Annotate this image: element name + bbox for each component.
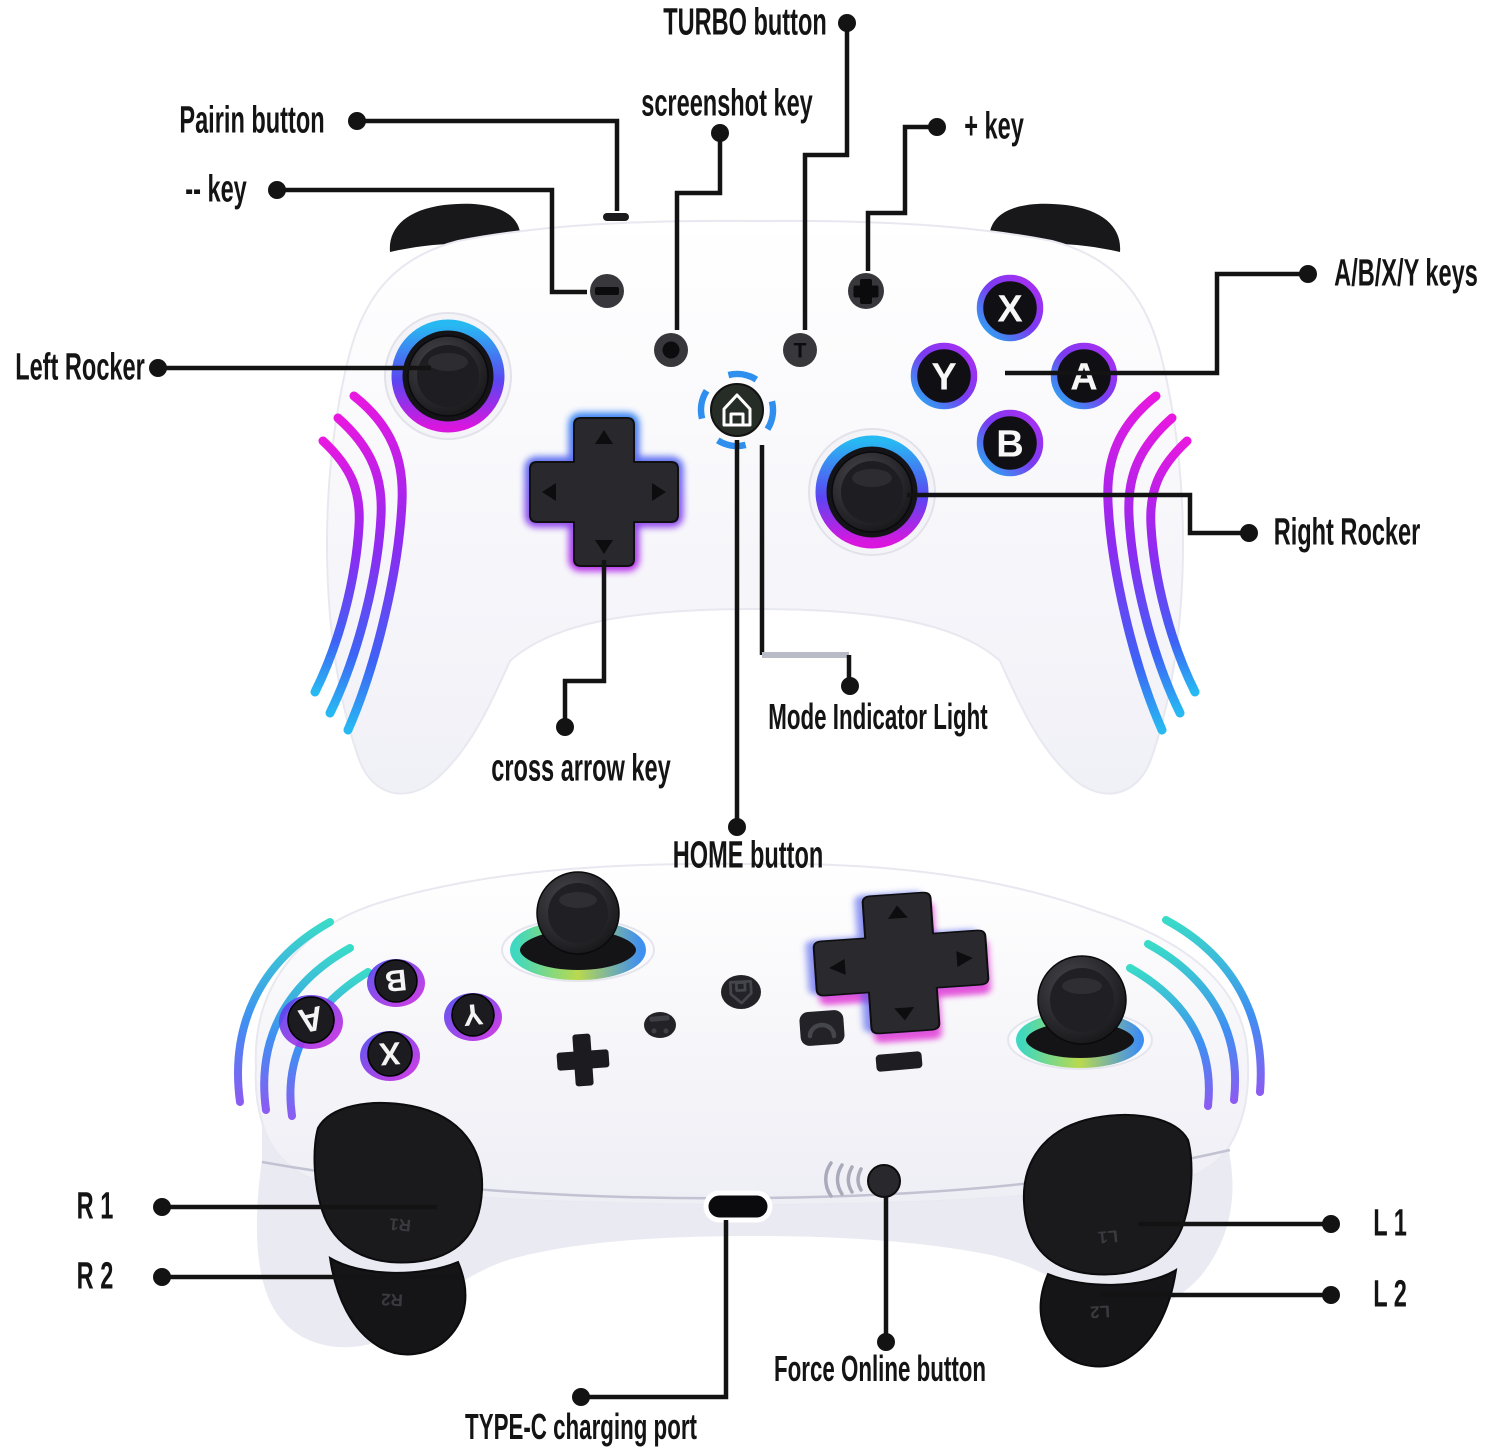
back-y-button: Y: [444, 993, 502, 1041]
svg-text:X: X: [377, 1035, 401, 1072]
back-right-rgb-stripes: [1126, 916, 1265, 1110]
plus-button: [848, 273, 884, 309]
label-r2: R 2: [76, 1255, 114, 1298]
speaker-grille: [824, 1161, 863, 1198]
controller-front-face: [256, 1122, 1233, 1348]
left-rocker: [384, 312, 512, 440]
label-left-rocker: Left Rocker: [15, 346, 145, 389]
callout-line-screenshot: [674, 133, 723, 330]
l2-trigger: L2: [1039, 1268, 1178, 1368]
back-cross-arrow-key: [805, 891, 991, 1043]
back-plus-button: [556, 1033, 610, 1087]
a-button: A: [1050, 342, 1118, 410]
label-right-rocker: Right Rocker: [1273, 511, 1421, 554]
label-plus-key: + key: [964, 105, 1024, 148]
label-home-button: HOME button: [672, 834, 824, 877]
home-button: [697, 370, 777, 450]
label-screenshot-key: screenshot key: [641, 82, 813, 125]
r2-engraving: R2: [381, 1289, 404, 1309]
label-l2: L 2: [1373, 1273, 1407, 1316]
controller-body: [326, 219, 1184, 795]
l2-engraving: L2: [1090, 1302, 1111, 1322]
turbo-glyph: T: [794, 339, 807, 362]
type-c-port: [703, 1190, 773, 1223]
callout-line-right-rocker: [907, 492, 1249, 536]
label-cross-arrow-key: cross arrow key: [491, 747, 671, 790]
svg-text:B: B: [383, 962, 408, 997]
x-button: X: [976, 274, 1044, 342]
right-grip-rgb-stripes: [1103, 391, 1200, 735]
turbo-button: T: [783, 333, 817, 367]
force-online-button: [867, 1164, 901, 1198]
back-screenshot-button: [644, 1012, 676, 1038]
back-a-button: A: [279, 995, 343, 1049]
dpad-right-arrow: [652, 483, 666, 501]
svg-text:B: B: [996, 423, 1023, 465]
svg-text:X: X: [997, 288, 1023, 330]
back-x-button: X: [360, 1031, 420, 1081]
callout-lines: [158, 23, 1331, 1400]
back-turbo-button: [799, 1010, 845, 1046]
r1-engraving: R1: [388, 1214, 411, 1235]
svg-text:A: A: [1070, 356, 1097, 398]
svg-text:Y: Y: [931, 356, 956, 398]
label-minus-key: -- key: [185, 168, 247, 211]
r1-trigger: R1: [313, 1101, 484, 1264]
l1-engraving: L1: [1097, 1226, 1118, 1247]
back-home-button: [721, 975, 761, 1009]
screenshot-button: [654, 333, 688, 367]
callout-line-turbo: [802, 23, 850, 330]
svg-text:Y: Y: [461, 997, 484, 1032]
back-minus-button: [875, 1051, 923, 1072]
label-turbo-button: TURBO button: [663, 1, 827, 44]
back-face-buttons: B A Y X: [279, 959, 502, 1081]
mode-indicator-ring: [697, 370, 777, 450]
dpad-up-arrow: [595, 430, 613, 444]
b-button: B: [976, 409, 1044, 477]
dpad-left-arrow: [542, 483, 556, 501]
controller-front-view: T X Y A: [310, 203, 1200, 795]
callout-dots: [149, 14, 1340, 1406]
label-pairing-button: Pairin button: [179, 99, 325, 142]
left-grip-rgb-stripes: [310, 391, 407, 735]
y-button: Y: [910, 342, 978, 410]
label-mode-indicator-light: Mode Indicator Light: [768, 696, 988, 737]
callout-line-minus: [277, 187, 587, 295]
dpad-down-arrow: [595, 540, 613, 554]
label-force-online-button: Force Online button: [773, 1348, 987, 1389]
label-type-c-charging-port: TYPE-C charging port: [465, 1406, 697, 1447]
callout-line-pairing: [357, 118, 620, 211]
back-right-stick: [1007, 955, 1153, 1070]
l1-trigger: L1: [1022, 1113, 1193, 1276]
controller-back-view: B A Y X: [234, 862, 1265, 1368]
label-r1: R 1: [76, 1185, 114, 1228]
back-left-stick: [501, 871, 655, 982]
face-buttons: X Y A B: [910, 274, 1118, 477]
callout-line-cross: [562, 560, 607, 720]
pairing-button: [603, 213, 629, 221]
right-rocker: [808, 428, 936, 556]
r2-trigger: R2: [328, 1256, 467, 1356]
minus-button: [590, 274, 624, 308]
callout-line-abxy: [1005, 271, 1308, 376]
back-b-button: B: [367, 959, 425, 1007]
home-icon: [722, 393, 752, 427]
label-l1: L 1: [1373, 1202, 1407, 1245]
cross-arrow-key: [524, 412, 684, 572]
callout-line-type-c: [583, 1220, 729, 1400]
callout-line-plus: [865, 124, 937, 271]
label-abxy-keys: A/B/X/Y keys: [1334, 252, 1478, 295]
